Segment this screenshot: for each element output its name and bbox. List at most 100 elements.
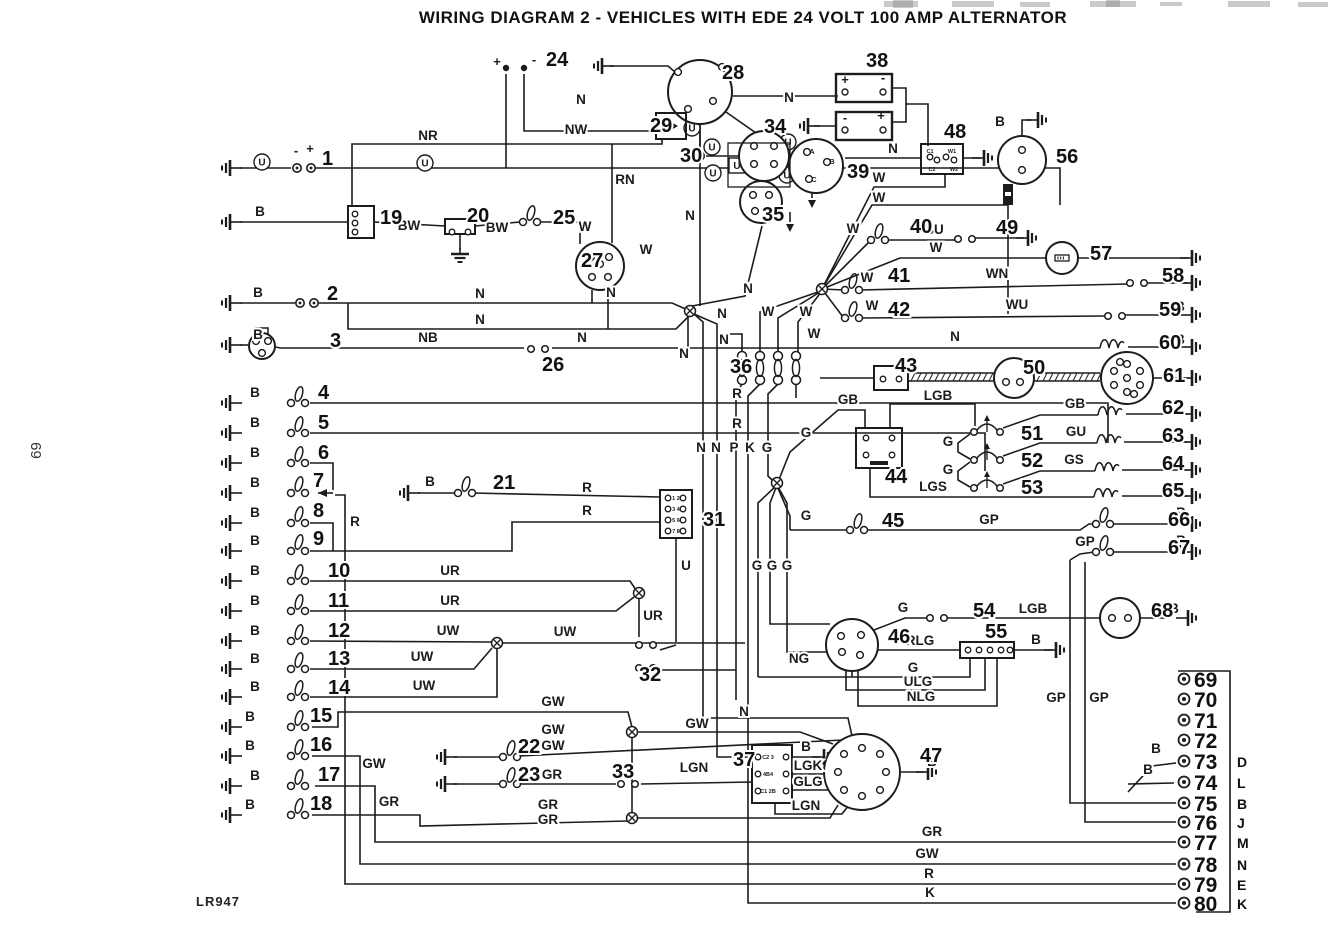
svg-text:72: 72: [1194, 730, 1217, 753]
wire-label: G: [801, 508, 812, 523]
wire-label: N: [696, 440, 706, 455]
polarity-sign: +: [306, 141, 314, 156]
squiggle-icon: [1093, 488, 1119, 498]
component-number: 55: [985, 621, 1007, 643]
wire-label: B: [250, 475, 260, 490]
fuse-icon: [772, 350, 784, 386]
wire-label: R: [350, 514, 360, 529]
component-number: 68: [1151, 600, 1173, 622]
wire-label: B: [1176, 533, 1186, 548]
polarity-sign: +: [493, 54, 501, 69]
component-number: 27: [581, 250, 603, 272]
wire-label: B: [1143, 762, 1153, 777]
wire-label: B: [250, 768, 260, 783]
fuse-icon: [790, 350, 802, 386]
wire-label: W: [861, 270, 874, 285]
switch-icon: [969, 415, 1005, 437]
junction-icon: [632, 586, 646, 600]
round-connector: [997, 135, 1047, 185]
component-number: 3: [330, 330, 341, 352]
wire-label: NB: [418, 330, 438, 345]
squiggle-icon: [1094, 462, 1120, 472]
wire-label: N: [475, 312, 485, 327]
component-number: 22: [518, 736, 540, 758]
ground-icon: [221, 160, 242, 176]
wire: [1084, 562, 1176, 823]
wire: [335, 494, 1176, 885]
ground-icon: [1180, 250, 1201, 266]
switch-symbols: [969, 415, 1005, 493]
squiggle-icon: [1099, 339, 1125, 349]
svg-text:U: U: [783, 171, 790, 182]
component-number: 40: [910, 216, 932, 238]
svg-text:71: 71: [1194, 710, 1218, 733]
component-number: 10: [328, 560, 350, 582]
wire-label: GW: [541, 694, 565, 709]
junction-icon: [770, 476, 784, 490]
circled-u-icon: U: [416, 154, 434, 172]
junction-icon: [625, 811, 639, 825]
component-number: 36: [730, 356, 752, 378]
ground-icon: [221, 515, 242, 531]
wire-label: GW: [541, 722, 565, 737]
component-number: 42: [888, 299, 910, 321]
wire-label: GR: [922, 824, 943, 839]
component-number: 11: [328, 590, 349, 612]
wire: [310, 647, 493, 670]
component-number: 23: [518, 764, 540, 786]
bulb-icon: [286, 651, 310, 674]
svg-text:77: 77: [1194, 832, 1217, 855]
wire-label: W: [762, 304, 775, 319]
wire-label: B: [927, 754, 937, 769]
wire-label: B: [1172, 537, 1182, 552]
wire-label: G: [898, 600, 909, 615]
ground-icon: [221, 485, 242, 501]
wire-label: LGK: [794, 758, 823, 773]
component-number: 14: [328, 677, 351, 699]
arrow-ground-icon: [808, 200, 816, 208]
wire-label: G: [767, 558, 778, 573]
wire: [474, 221, 521, 227]
harness-terminal: 70: [1177, 689, 1217, 712]
bulb-icon: [1091, 534, 1115, 557]
ground-icon: [1180, 434, 1201, 450]
wire-label: B: [1175, 332, 1185, 347]
ground-icon: [972, 150, 993, 166]
bulb-icon: [518, 204, 542, 227]
junction-icon: [490, 636, 504, 650]
wire-label: G: [943, 434, 954, 449]
ground-icon: [221, 807, 242, 823]
wire-label: GLG: [793, 774, 822, 789]
svg-text:3 4: 3 4: [672, 507, 681, 513]
wire-label: B: [250, 385, 260, 400]
arrowhead-icon: [318, 489, 327, 497]
ground-icon: [221, 689, 242, 705]
svg-text:W1: W1: [948, 149, 956, 155]
svg-text:76: 76: [1194, 812, 1217, 835]
wire: [316, 167, 1061, 205]
wire-label: ULG: [904, 674, 933, 689]
component-number: 4: [318, 382, 330, 404]
switch-icon: [969, 443, 1005, 465]
bulb-icon: [286, 679, 310, 702]
wire: [776, 485, 791, 530]
wire: [719, 333, 743, 352]
wire: [1069, 551, 1095, 561]
wire: [757, 484, 778, 677]
wire-label: B: [250, 563, 260, 578]
connector-pair-icon: [634, 663, 658, 673]
wire: [821, 240, 871, 290]
connector-pair-icon: [1125, 278, 1149, 288]
wire-label: N: [784, 90, 794, 105]
wire: [312, 755, 1176, 865]
round-connector: [823, 733, 901, 811]
svg-text:69: 69: [1194, 669, 1217, 692]
fuse-icon: [736, 350, 748, 386]
wire-label: W: [640, 242, 653, 257]
svg-text:U: U: [258, 158, 265, 169]
wire: [351, 140, 663, 206]
